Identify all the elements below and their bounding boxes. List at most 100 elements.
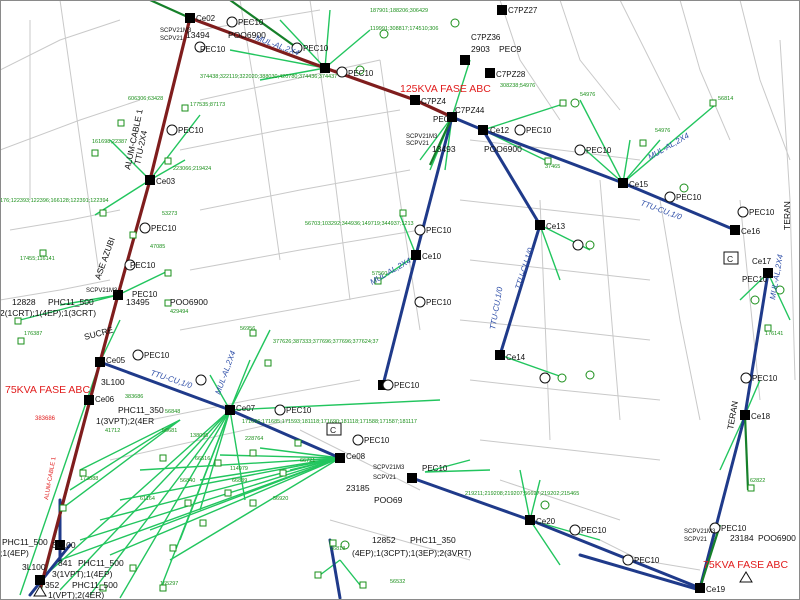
pole-ce16: Ce16 — [741, 227, 761, 236]
lamp-label: PEC10 — [151, 224, 177, 233]
lamp-label: PEC10 — [303, 44, 329, 53]
svg-text:SUCRE: SUCRE — [83, 324, 115, 341]
svg-text:606306;63428: 606306;63428 — [128, 96, 163, 102]
lamp-label: PEC10 — [721, 524, 747, 533]
lamp-label: PEC10 — [364, 436, 390, 445]
lamp-label: PEC10 — [526, 126, 552, 135]
svg-text:114979: 114979 — [230, 466, 248, 472]
svg-text:12852: 12852 — [372, 535, 396, 545]
svg-text:57560: 57560 — [372, 271, 387, 277]
svg-text:56848: 56848 — [165, 409, 180, 415]
svg-text:SCPV21: SCPV21 — [406, 141, 430, 147]
equipment-labels: SCPV21M3 SCPV21 SCPV21M3 SCPV21 SCPV21M3… — [86, 28, 716, 543]
svg-text:23185: 23185 — [346, 483, 370, 493]
lamp-label: PEC10 — [742, 275, 768, 284]
svg-text:TTU-CU,1/0: TTU-CU,1/0 — [513, 246, 535, 290]
svg-text:ALUM-CABLE 1: ALUM-CABLE 1 — [44, 456, 58, 500]
svg-text:66516: 66516 — [195, 456, 210, 462]
svg-text:177535;87173: 177535;87173 — [190, 102, 225, 108]
svg-text:429494: 429494 — [170, 309, 188, 315]
lamp-label: PEC10 — [394, 381, 420, 390]
svg-text:SCPV21: SCPV21 — [373, 475, 397, 481]
svg-text:54976: 54976 — [655, 128, 670, 134]
svg-text:POO6900: POO6900 — [484, 144, 522, 154]
svg-text:C: C — [330, 425, 336, 435]
lamp-label: PEC — [433, 115, 450, 124]
svg-text:56818: 56818 — [330, 546, 345, 552]
boxed-c-markers — [326, 251, 739, 436]
svg-text:54976: 54976 — [580, 92, 595, 98]
svg-text:13493: 13493 — [432, 144, 456, 154]
lamp-label: PEC10 — [132, 290, 158, 299]
svg-text:PHC11_350: PHC11_350 — [410, 535, 456, 545]
svg-text:3(1VPT);1(4EP): 3(1VPT);1(4EP) — [52, 569, 113, 579]
pole-ce14: Ce14 — [506, 353, 526, 362]
svg-text:228764: 228764 — [245, 436, 263, 442]
transformer-labels: 125KVA FASE ABC 75KVA FASE ABC 75KVA FAS… — [5, 83, 788, 571]
svg-text:374438;322119;322020;388030;42: 374438;322119;322020;388030;420780;37443… — [200, 74, 337, 80]
svg-text:PHC11_500: PHC11_500 — [72, 580, 118, 590]
svg-text:176387: 176387 — [24, 331, 42, 337]
lamp-label: PEC10 — [286, 406, 312, 415]
svg-text:13494: 13494 — [186, 30, 210, 40]
svg-text:56681: 56681 — [162, 428, 177, 434]
svg-text:56840: 56840 — [180, 478, 195, 484]
svg-text:56920: 56920 — [273, 496, 288, 502]
lamp-label: PEC10 — [586, 146, 612, 155]
svg-text:17455;116141: 17455;116141 — [20, 256, 55, 262]
pole-c7pz28: C7PZ28 — [496, 70, 526, 79]
svg-text:383686: 383686 — [125, 394, 143, 400]
svg-text:1(3VPT);2(4ER: 1(3VPT);2(4ER — [96, 416, 154, 426]
svg-text:SCPV21M3: SCPV21M3 — [160, 28, 192, 34]
lamp-label: PEC10 — [752, 374, 778, 383]
svg-text:165297: 165297 — [160, 581, 178, 587]
pole-ce12: Ce12 — [490, 126, 510, 135]
svg-text:2903: 2903 — [471, 44, 490, 54]
pole-ce20: Ce20 — [536, 517, 556, 526]
pole-ce03: Ce03 — [156, 177, 176, 186]
svg-text:POO6900: POO6900 — [228, 30, 266, 40]
pole-ce02: Ce02 — [196, 14, 216, 23]
svg-text:161698;22387: 161698;22387 — [92, 139, 127, 145]
svg-text:POO69: POO69 — [374, 495, 403, 505]
svg-text:3L100: 3L100 — [101, 377, 125, 387]
pole-ce06: Ce06 — [95, 395, 115, 404]
svg-text:187901;188206;306429: 187901;188206;306429 — [370, 8, 428, 14]
lamp-label: PEC10 — [749, 208, 775, 217]
svg-text:56703;103292;344936;149719;344: 56703;103292;344936;149719;344937;1213 — [305, 221, 414, 227]
poles — [35, 5, 773, 593]
svg-text:176;122393;122396;166128;12239: 176;122393;122396;166128;122391;122394 — [0, 198, 109, 204]
meter-boxes — [14, 99, 772, 592]
svg-text:62822: 62822 — [750, 478, 765, 484]
svg-text:PHC11_500: PHC11_500 — [78, 558, 124, 568]
svg-text:TERAN: TERAN — [725, 400, 740, 430]
lamp-label: PEC10 — [422, 464, 448, 473]
pole-c7pz4: C7PZ4 — [421, 97, 446, 106]
pole-c7pz36: C7PZ36 — [471, 33, 501, 42]
street-lamps — [124, 16, 752, 566]
svg-text:PEC9: PEC9 — [499, 44, 521, 54]
svg-text:SCPV21M3: SCPV21M3 — [373, 465, 405, 471]
svg-text:377626;387333;377696;377696;37: 377626;387333;377696;377696;377624;37 — [273, 339, 379, 345]
red-cable-labels: ALUM-CABLE 1 383686 — [35, 416, 58, 500]
svg-text:POO6900: POO6900 — [758, 533, 796, 543]
svg-text:2(1CRT);1(4EP);1(3CRT): 2(1CRT);1(4EP);1(3CRT) — [0, 308, 96, 318]
svg-text:MUL-AL,2X4: MUL-AL,2X4 — [213, 349, 237, 396]
svg-text:56814: 56814 — [718, 96, 733, 102]
svg-text:SCPV21M3: SCPV21M3 — [86, 288, 118, 294]
svg-text:3L100: 3L100 — [52, 540, 76, 550]
pole-c7pz44: C7PZ44 — [455, 106, 485, 115]
pole-ce18: Ce18 — [751, 412, 771, 421]
pole-ce13: Ce13 — [546, 222, 566, 231]
pole-ce19: Ce19 — [706, 585, 726, 594]
svg-text:1(VPT);2(4ER): 1(VPT);2(4ER) — [48, 590, 104, 600]
svg-text:352: 352 — [45, 580, 59, 590]
svg-text:MUL-AL,2X4: MUL-AL,2X4 — [647, 131, 692, 162]
svg-text:383686: 383686 — [35, 416, 56, 422]
svg-text:(4EP);1(3CPT);1(3EP);2(3VRT): (4EP);1(3CPT);1(3EP);2(3VRT) — [352, 548, 472, 558]
label-75kva-right: 75KVA FASE ABC — [703, 559, 788, 571]
svg-text:66839: 66839 — [232, 478, 247, 484]
lamp-label: PEC10 — [676, 193, 702, 202]
label-125kva: 125KVA FASE ABC — [400, 83, 491, 95]
